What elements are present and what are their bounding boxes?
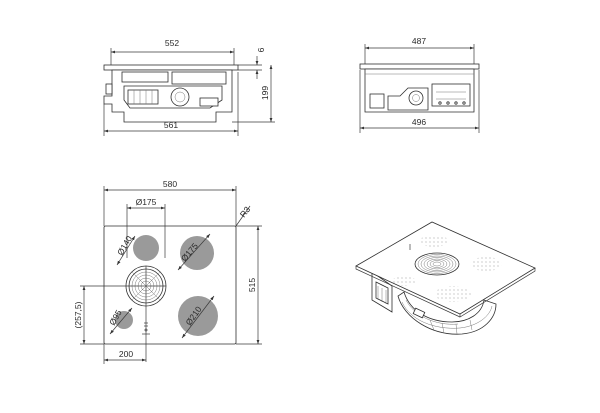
isometric-fan-grille (414, 252, 460, 276)
corner-radius-dim: R3 (238, 204, 253, 219)
hob-height-dim: 199 (260, 86, 270, 100)
extractor-fan-grille (125, 265, 167, 307)
front-view: 552 6 199 561 (103, 38, 275, 136)
isometric-zone-right (470, 257, 502, 271)
side-view: 487 496 (359, 36, 480, 133)
rear-left-outer-diameter-dim: Ø175 (136, 197, 157, 207)
side-view-width-dim: 487 (412, 36, 426, 46)
isometric-view (355, 221, 536, 335)
frame-thickness-dim: 6 (256, 47, 266, 52)
fan-offset-y-dim: (257,5) (73, 301, 83, 328)
front-view-width-dim: 552 (165, 38, 179, 48)
side-view-glass-plate (359, 63, 480, 70)
isometric-zone-rear (420, 235, 448, 247)
plan-view: 580 R3 Ø175 Ø140 Ø175 (73, 179, 262, 364)
plan-width-dim: 580 (163, 179, 177, 189)
front-view-glass-plate (103, 64, 239, 71)
plan-depth-dim: 515 (247, 278, 257, 292)
front-view-bottom-width-dim: 561 (164, 120, 178, 130)
fan-offset-x-dim: 200 (119, 349, 133, 359)
isometric-zone-front (435, 286, 471, 302)
touch-controls (142, 322, 150, 335)
rear-left-zone (133, 235, 159, 261)
side-view-bottom-width-dim: 496 (412, 117, 426, 127)
isometric-zone-front-left (392, 276, 416, 286)
